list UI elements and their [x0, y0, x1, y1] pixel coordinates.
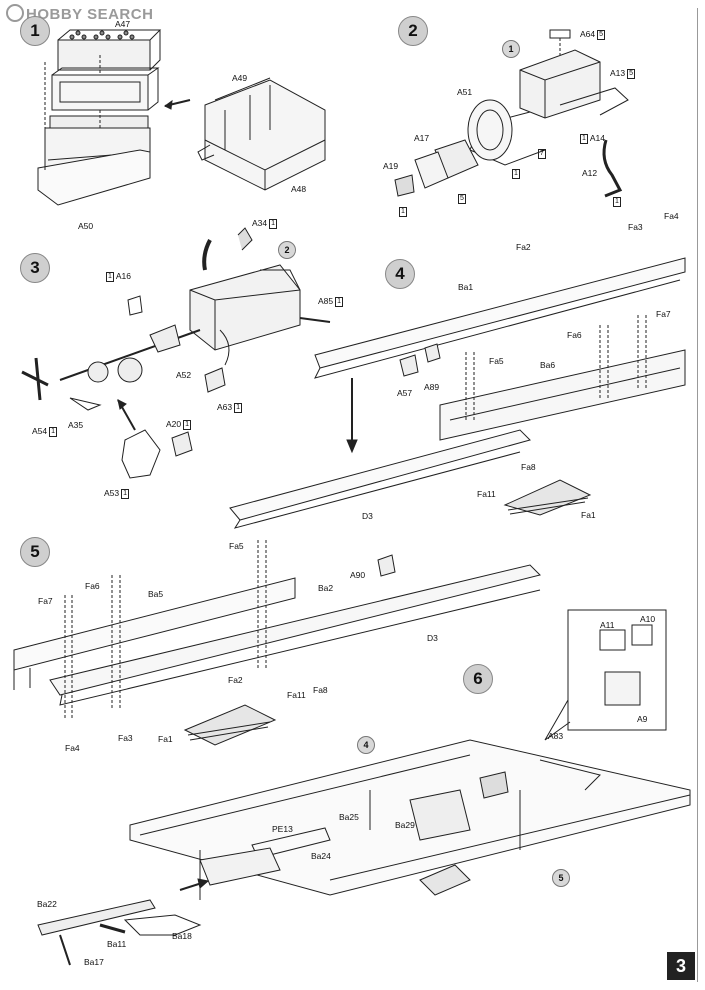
step6-drawing [37, 609, 691, 966]
watermark-text: HOBBY SEARCH [26, 6, 154, 23]
step-number-2: 2 [398, 16, 428, 46]
part-label: Fa7 [656, 309, 671, 319]
step4-drawing [229, 257, 686, 529]
page-frame [8, 8, 698, 982]
watermark: HOBBY SEARCH [6, 4, 153, 23]
part-label: D3 [427, 633, 438, 643]
part-label: Fa3 [118, 733, 133, 743]
subassembly-ref: 2 [278, 241, 296, 259]
part-label: Ba2 [318, 583, 334, 593]
part-label: D3 [362, 511, 373, 521]
part-label: Fa11 [477, 489, 496, 499]
part-label: Fa1 [158, 734, 173, 744]
part-label: Ba18 [172, 931, 192, 941]
part-label: PE13 [272, 824, 293, 834]
part-label: Fa8 [521, 462, 536, 472]
part-label: A49 [232, 73, 248, 83]
part-ref-box: 1 [512, 169, 520, 179]
part-label: Ba25 [339, 812, 359, 822]
part-label: A10 [640, 614, 656, 624]
part-label: A89 [424, 382, 440, 392]
part-label: A12 [582, 168, 598, 178]
part-ref-box: 1 [399, 207, 407, 217]
part-label: A19 [383, 161, 399, 171]
part-label: Fa7 [38, 596, 53, 606]
part-label: A17 [414, 133, 430, 143]
part-label: A9 [637, 714, 648, 724]
step-number-3: 3 [20, 253, 50, 283]
part-label: Fa2 [516, 242, 531, 252]
part-label: Fa3 [628, 222, 643, 232]
part-label: A11 [600, 620, 615, 630]
part-label: Fa4 [65, 743, 80, 753]
subassembly-ref: 5 [552, 869, 570, 887]
part-label: A35 [68, 420, 84, 430]
subassembly-ref: 4 [357, 736, 375, 754]
part-label: A47 [115, 19, 131, 29]
part-label: Fa6 [85, 581, 100, 591]
part-label: A48 [291, 184, 307, 194]
part-label: Ba24 [311, 851, 331, 861]
part-label: A57 [397, 388, 413, 398]
part-label: Ba6 [540, 360, 556, 370]
part-label: Fa8 [313, 685, 328, 695]
part-label: A52 [176, 370, 192, 380]
part-label: Fa5 [229, 541, 244, 551]
part-label: Ba22 [37, 899, 57, 909]
step2-drawing [394, 29, 629, 198]
part-label: Ba1 [458, 282, 474, 292]
part-label: Fa1 [581, 510, 596, 520]
step-number-6: 6 [463, 664, 493, 694]
step3-drawing [21, 227, 331, 479]
step-number-5: 5 [20, 537, 50, 567]
part-label: Fa5 [489, 356, 504, 366]
part-label: 1 A16 [106, 271, 131, 282]
page-number: 3 [667, 952, 695, 980]
part-label: Fa2 [228, 675, 243, 685]
step-number-1: 1 [20, 16, 50, 46]
part-label: Ba11 [107, 939, 127, 949]
part-label: Ba5 [148, 589, 164, 599]
part-label: A90 [350, 570, 366, 580]
part-ref-box: 5 [458, 194, 466, 204]
part-ref-box: 7 [538, 149, 546, 159]
part-label: 1 A14 [580, 133, 605, 144]
part-label: Ba29 [395, 820, 415, 830]
part-label: Fa4 [664, 211, 679, 221]
part-label: Fa11 [287, 690, 306, 700]
step-number-4: 4 [385, 259, 415, 289]
step1-drawing [37, 29, 326, 206]
part-label: Fa6 [567, 330, 582, 340]
subassembly-ref: 1 [502, 40, 520, 58]
step5-drawing [13, 540, 541, 746]
part-label: Ba17 [84, 957, 104, 967]
part-ref-box: 1 [613, 197, 621, 207]
part-label: A51 [457, 87, 473, 97]
part-label: A83 [548, 731, 564, 741]
hobby-search-logo-icon [6, 4, 24, 22]
part-label: A50 [78, 221, 94, 231]
